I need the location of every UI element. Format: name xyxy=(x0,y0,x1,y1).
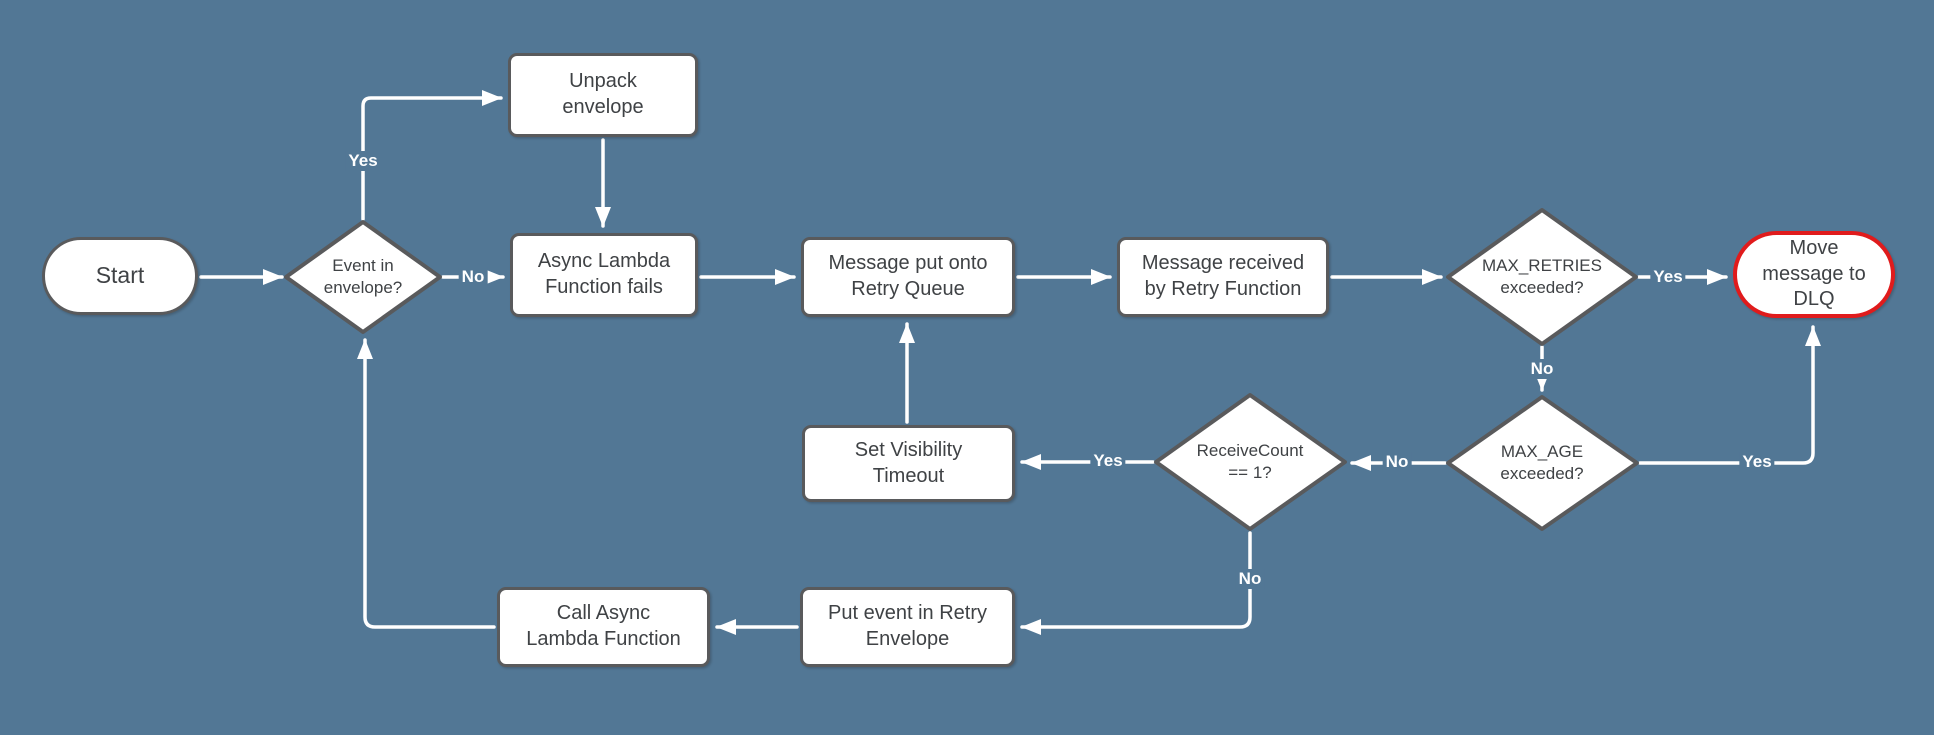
edge-event-yes-to-unpack-envelope xyxy=(361,90,503,221)
node-unpack-envelope-label: Unpack envelope xyxy=(562,70,644,118)
node-start: Start xyxy=(42,237,198,315)
node-start-label: Start xyxy=(95,262,145,289)
edge-label-event-no: No xyxy=(458,267,488,287)
node-call-async-lambda-label: Call Async Lambda Function xyxy=(526,602,681,650)
decision-max-age-exceeded xyxy=(1446,395,1639,531)
node-move-message-to-dlq: Move message to DLQ xyxy=(1733,231,1895,318)
node-move-message-to-dlq-label: Move message to DLQ xyxy=(1762,237,1866,311)
edge-label-max-age-yes: Yes xyxy=(1739,452,1775,472)
node-put-event-retry-envelope-label: Put event in Retry Envelope xyxy=(828,602,987,650)
node-async-lambda-fails: Async Lambda Function fails xyxy=(510,233,698,317)
node-unpack-envelope: Unpack envelope xyxy=(508,53,698,137)
node-call-async-lambda: Call Async Lambda Function xyxy=(497,587,710,667)
node-async-lambda-fails-label: Async Lambda Function fails xyxy=(537,250,671,298)
decision-max-retries-exceeded-label: MAX_RETRIES exceeded? xyxy=(1482,255,1602,297)
edge-call-async-to-event-in-envelope xyxy=(357,338,496,629)
node-message-put-retry-queue: Message put onto Retry Queue xyxy=(801,237,1015,317)
edge-label-event-yes: Yes xyxy=(345,151,381,171)
edge-label-max-age-no: No xyxy=(1382,452,1412,472)
decision-receive-count-label: ReceiveCount == 1? xyxy=(1196,440,1304,482)
decision-event-in-envelope-label: Event in envelope? xyxy=(323,255,403,297)
node-set-visibility-timeout-label: Set Visibility Timeout xyxy=(854,438,963,487)
decision-max-retries-exceeded xyxy=(1446,208,1638,346)
edge-label-max-retries-no: No xyxy=(1527,359,1557,379)
edge-label-max-retries-yes: Yes xyxy=(1650,267,1686,287)
edge-label-receive-count-yes: Yes xyxy=(1090,451,1126,471)
edge-label-receive-count-no: No xyxy=(1235,569,1265,589)
node-message-received-retry-function-label: Message received by Retry Function xyxy=(1141,252,1305,300)
decision-event-in-envelope xyxy=(284,220,442,334)
edge-receive-count-no-to-put-event xyxy=(1020,531,1252,635)
node-message-put-retry-queue-label: Message put onto Retry Queue xyxy=(828,252,988,300)
node-message-received-retry-function: Message received by Retry Function xyxy=(1117,237,1329,317)
node-put-event-retry-envelope: Put event in Retry Envelope xyxy=(800,587,1015,667)
decision-max-age-exceeded-label: MAX_AGE exceeded? xyxy=(1500,441,1584,483)
edge-max-age-yes-to-dlq xyxy=(1638,325,1821,465)
node-set-visibility-timeout: Set Visibility Timeout xyxy=(802,425,1015,502)
decision-receive-count xyxy=(1154,393,1347,531)
